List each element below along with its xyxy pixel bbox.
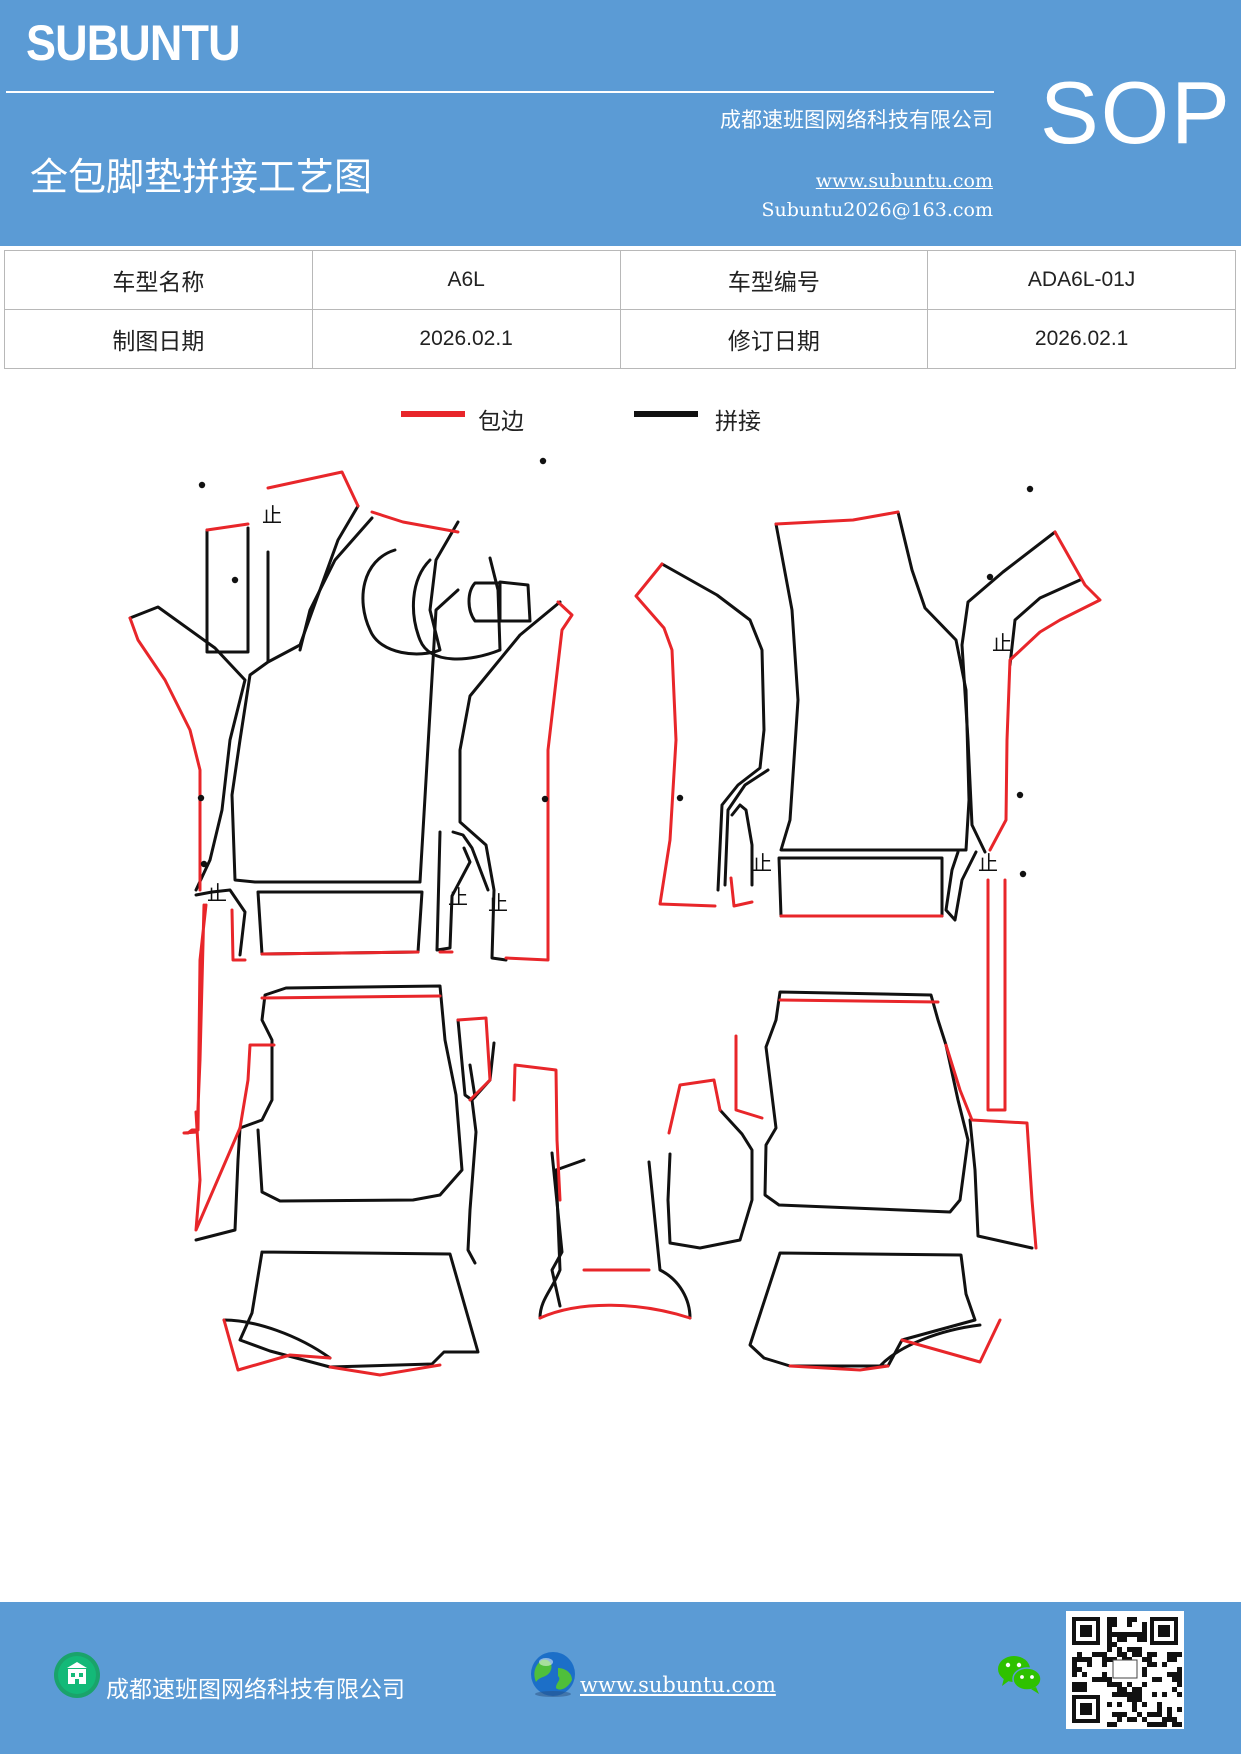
right-quarter-inner bbox=[1008, 578, 1082, 667]
right-quarter bbox=[960, 530, 1057, 854]
fastener-dot bbox=[986, 573, 994, 581]
right-seat-strip bbox=[944, 850, 978, 922]
footer-website-link[interactable]: www.subuntu.com bbox=[580, 1673, 776, 1697]
fastener-dot bbox=[539, 457, 547, 465]
info-table: 车型名称 A6L 车型编号 ADA6L-01J 制图日期 2026.02.1 修… bbox=[4, 250, 1236, 369]
sop-badge: SOP bbox=[1040, 63, 1232, 162]
value-model-name: A6L bbox=[311, 250, 621, 310]
floor-mat-diagram: 止止止止止止止 bbox=[128, 457, 1102, 1377]
right-inner-flap bbox=[723, 768, 770, 887]
label-draw-date: 制图日期 bbox=[4, 309, 313, 369]
legend-seam-label: 拼接 bbox=[715, 409, 761, 435]
header-website-link[interactable]: www.subuntu.com bbox=[815, 170, 993, 192]
label-model-code: 车型编号 bbox=[619, 250, 929, 310]
fastener-dots bbox=[197, 457, 1034, 878]
stop-markers: 止止止止止止止 bbox=[207, 503, 1012, 915]
value-revise-date: 2026.02.1 bbox=[927, 309, 1236, 369]
wechat-icon[interactable] bbox=[996, 1652, 1044, 1696]
dash-panel-b bbox=[411, 556, 502, 661]
stop-marker-label: 止 bbox=[488, 891, 508, 915]
rear-right-side bbox=[968, 1118, 1034, 1250]
rear-right-lower bbox=[777, 856, 944, 918]
fastener-dot bbox=[200, 860, 208, 868]
fastener-dot bbox=[1016, 791, 1024, 799]
fastener-dot bbox=[1026, 485, 1034, 493]
label-revise-date: 修订日期 bbox=[619, 309, 929, 369]
header-divider bbox=[6, 91, 994, 93]
globe-icon bbox=[531, 1652, 575, 1697]
qr-code bbox=[1066, 1611, 1184, 1729]
footwell-left bbox=[435, 830, 472, 952]
dash-panel-a bbox=[361, 520, 460, 656]
tunnel-left bbox=[458, 600, 562, 962]
front-left-bottom bbox=[256, 890, 424, 956]
fastener-dot bbox=[541, 795, 549, 803]
stop-marker-label: 止 bbox=[992, 631, 1012, 655]
rear-right-corner bbox=[878, 1323, 982, 1368]
footwell-left-inner bbox=[451, 830, 490, 892]
rear-left-frame bbox=[238, 984, 464, 1203]
header-company: 成都速班图网络科技有限公司 bbox=[720, 108, 993, 132]
right-side-front bbox=[660, 562, 766, 892]
legend-seam-swatch bbox=[634, 411, 698, 417]
rear-right-frame bbox=[763, 990, 970, 1214]
front-left-top bbox=[298, 516, 374, 652]
fastener-dot bbox=[198, 481, 206, 489]
front-left-main bbox=[230, 504, 460, 884]
left-lower-frame bbox=[194, 888, 247, 957]
rear-right-gap bbox=[666, 1108, 754, 1250]
building-icon bbox=[54, 1652, 100, 1698]
stop-marker-label: 止 bbox=[262, 503, 282, 527]
stop-marker-label: 止 bbox=[448, 885, 468, 909]
dash-tab-a bbox=[467, 581, 502, 623]
stop-marker-label: 止 bbox=[207, 881, 227, 905]
rear-right-seat-bottom bbox=[748, 1251, 977, 1368]
left-side-piece bbox=[128, 605, 247, 892]
fastener-dot bbox=[676, 794, 684, 802]
brand-logo: SUBUNTU bbox=[26, 15, 241, 71]
stop-marker-label: 止 bbox=[752, 851, 772, 875]
rear-right-main bbox=[774, 510, 971, 852]
value-model-code: ADA6L-01J bbox=[927, 250, 1236, 310]
center-tunnel bbox=[538, 1158, 692, 1320]
rear-left-corner bbox=[222, 1318, 332, 1360]
rear-left-gap-a bbox=[456, 1018, 478, 1265]
label-model-name: 车型名称 bbox=[4, 250, 313, 310]
rear-left-seat-bottom bbox=[238, 1250, 480, 1369]
footer-company: 成都速班图网络科技有限公司 bbox=[106, 1677, 405, 1703]
fastener-dot bbox=[231, 576, 239, 584]
page-title: 全包脚垫拼接工艺图 bbox=[30, 155, 373, 199]
header-banner bbox=[0, 0, 1241, 246]
value-draw-date: 2026.02.1 bbox=[311, 309, 621, 369]
dash-tab-b bbox=[498, 580, 532, 623]
header-email: Subuntu2026@163.com bbox=[761, 199, 993, 221]
legend-edge-swatch bbox=[401, 411, 465, 417]
fastener-dot bbox=[197, 794, 205, 802]
left-narrow-strip bbox=[205, 526, 250, 654]
rear-left-side bbox=[194, 1126, 242, 1242]
center-tunnel-left-side bbox=[550, 1151, 564, 1308]
fastener-dot bbox=[1019, 870, 1027, 878]
table-row: 制图日期 2026.02.1 修订日期 2026.02.1 bbox=[4, 309, 1236, 369]
table-row: 车型名称 A6L 车型编号 ADA6L-01J bbox=[4, 250, 1236, 310]
stop-marker-label: 止 bbox=[978, 851, 998, 875]
legend-edge-label: 包边 bbox=[478, 409, 524, 435]
